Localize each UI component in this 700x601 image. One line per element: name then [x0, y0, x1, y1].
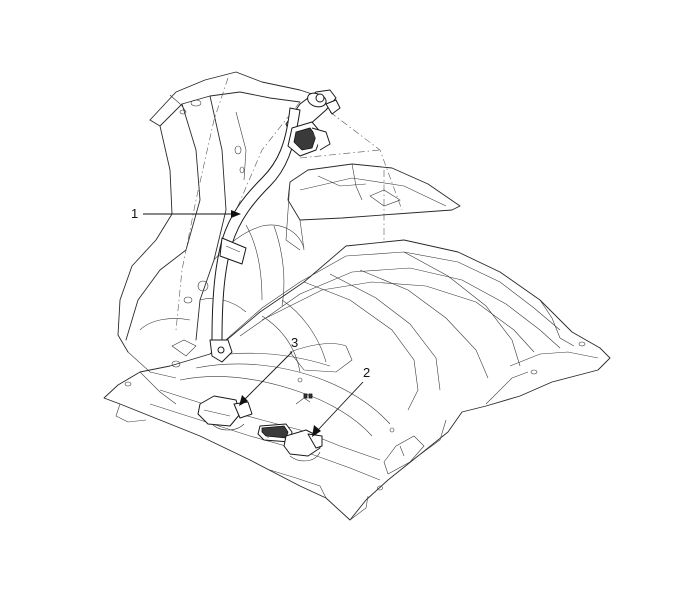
- rear-floor-pan: [103, 239, 611, 521]
- seat-belt-buckle-center: [257, 423, 323, 462]
- rear-seat-belt-assembly: [209, 89, 341, 363]
- alignment-lines: [175, 77, 403, 331]
- callout-3: 3: [239, 335, 298, 406]
- callout-label-3: 3: [291, 335, 298, 350]
- rear-parcel-shelf: [285, 163, 461, 251]
- seat-belt-buckle-left: [197, 395, 253, 431]
- callout-label-1: 1: [131, 206, 138, 221]
- callout-label-2: 2: [363, 365, 370, 380]
- callout-1: 1: [131, 206, 241, 221]
- callout-2: 2: [312, 365, 370, 437]
